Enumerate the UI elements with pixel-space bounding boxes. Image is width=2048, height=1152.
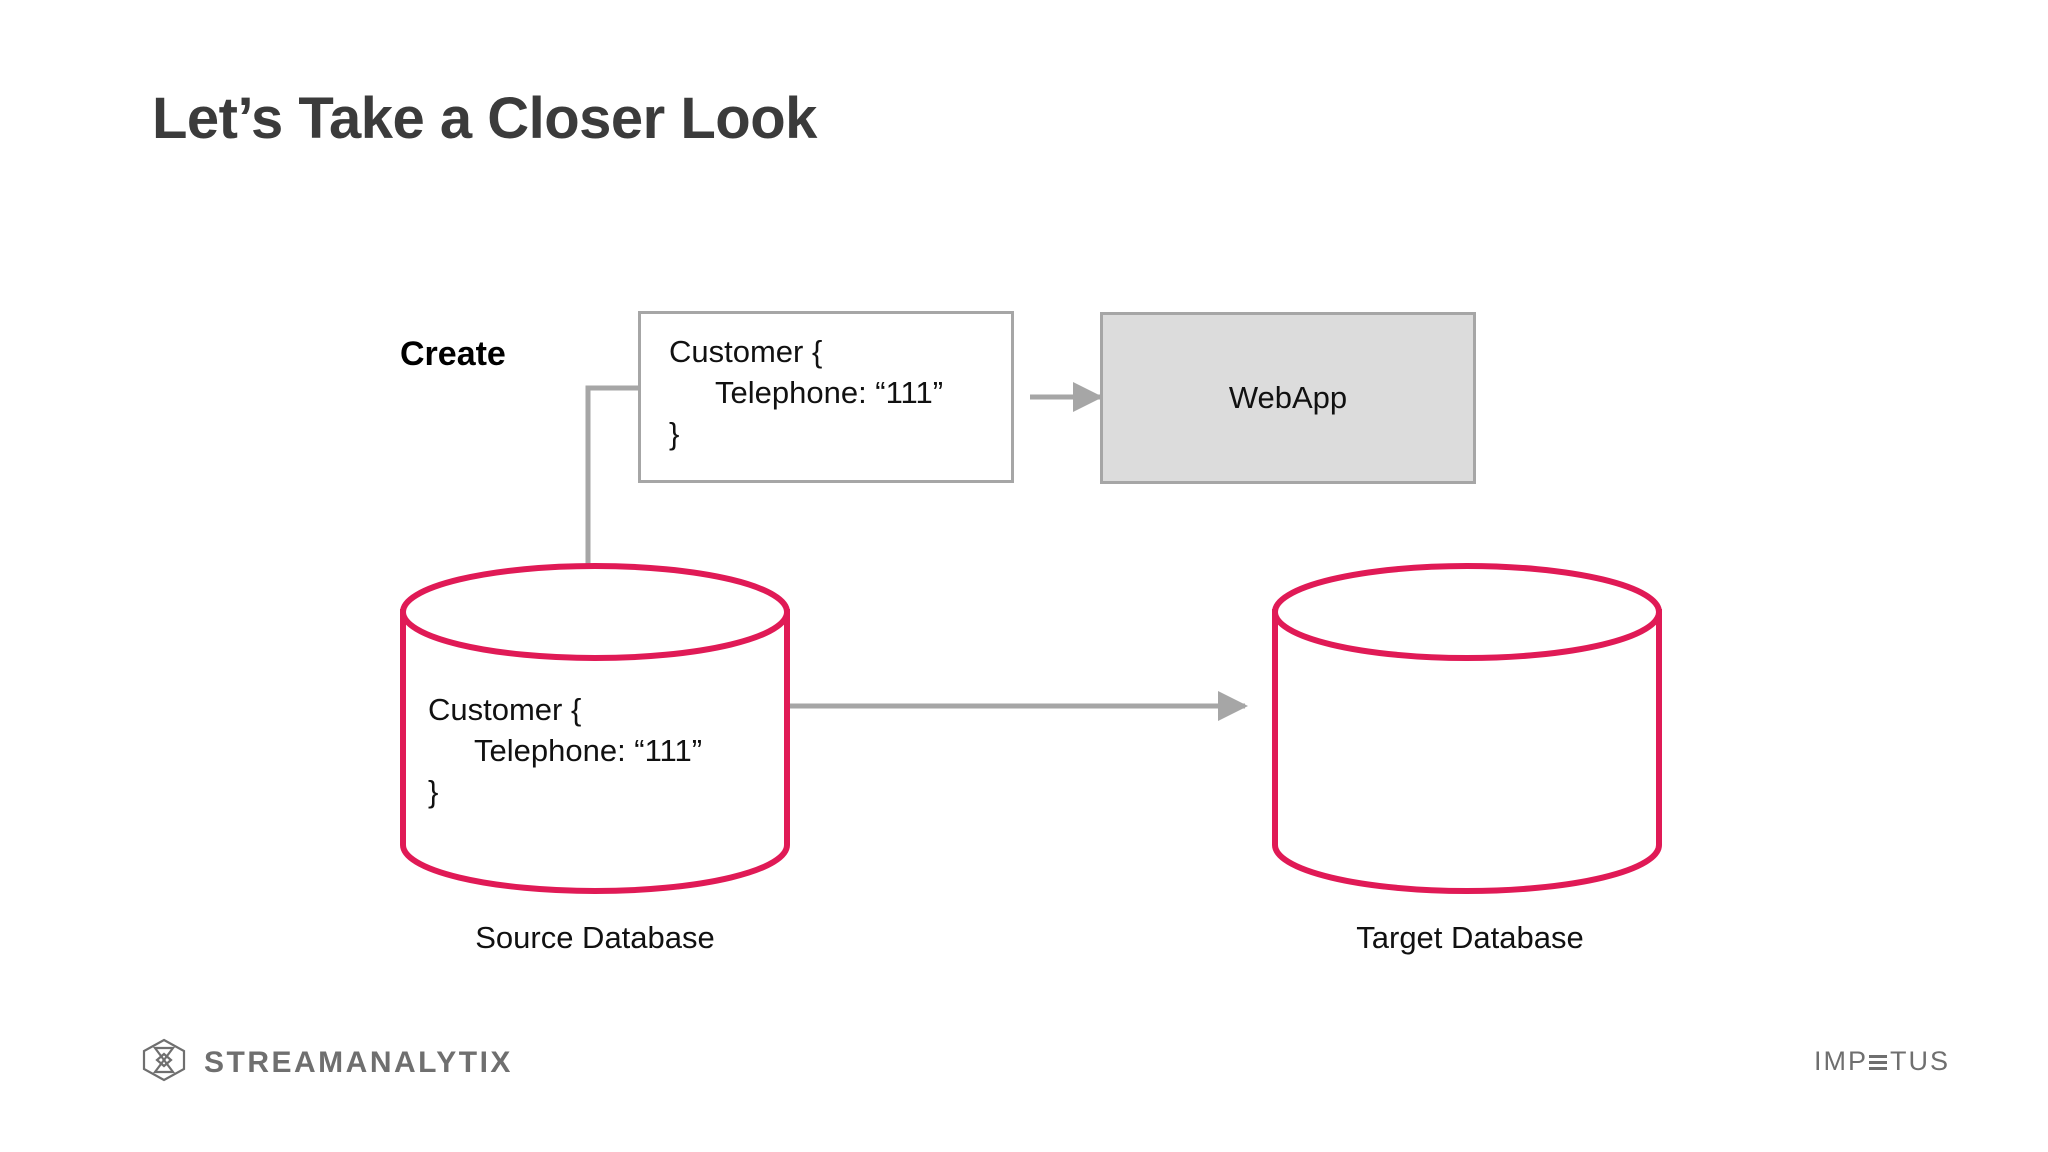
streamanalytix-logo: STREAMANALYTIX (138, 1038, 513, 1087)
source-line-telephone: Telephone: “111” (474, 732, 703, 768)
customer-payload-box: Customer { Telephone: “111” } (638, 311, 1014, 483)
source-line-close: } (428, 773, 439, 809)
impetus-logo: IMP TUS (1814, 1046, 1950, 1077)
source-database-contents: Customer { Telephone: “111” } (428, 690, 702, 813)
payload-line-close: } (669, 415, 680, 451)
impetus-prefix: IMP (1813, 1046, 1868, 1076)
hexagon-hourglass-icon (138, 1038, 190, 1087)
create-label: Create (400, 335, 506, 373)
impetus-suffix: TUS (1890, 1046, 1950, 1076)
source-database-caption: Source Database (475, 920, 715, 955)
target-database-caption: Target Database (1356, 920, 1584, 955)
streamanalytix-wordmark: STREAMANALYTIX (204, 1045, 513, 1079)
impetus-e-icon (1869, 1055, 1887, 1070)
source-line-open: Customer { (428, 692, 582, 727)
customer-payload-text: Customer { Telephone: “111” } (669, 332, 1011, 455)
page-title: Let’s Take a Closer Look (152, 86, 817, 151)
target-database-cylinder (1272, 563, 1662, 894)
connector-customer-to-source-db (585, 385, 638, 600)
webapp-label: WebApp (1228, 380, 1348, 415)
payload-line-open: Customer { (669, 334, 823, 369)
webapp-box: WebApp (1100, 312, 1476, 484)
payload-line-telephone: Telephone: “111” (715, 374, 944, 410)
